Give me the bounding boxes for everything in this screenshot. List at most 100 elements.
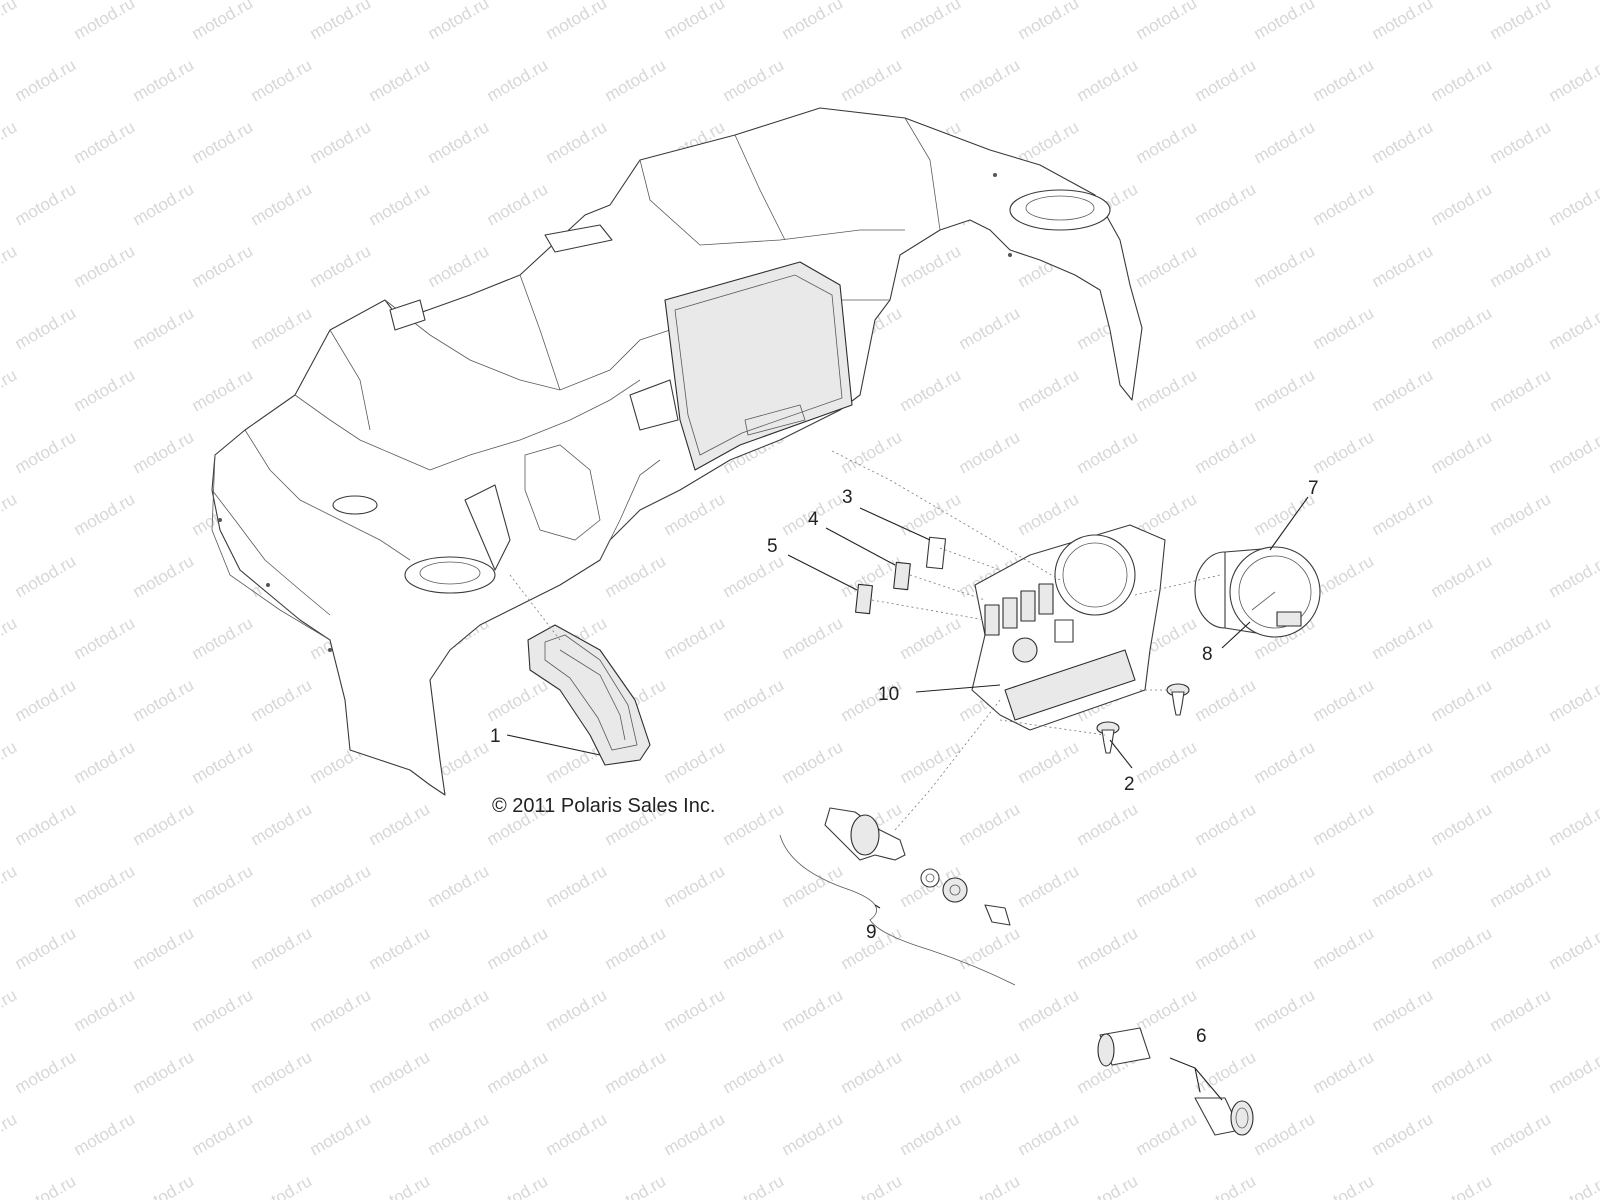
watermark-text: motod.ru	[189, 861, 257, 911]
watermark-text: motod.ru	[1251, 0, 1319, 43]
watermark-text: motod.ru	[189, 241, 257, 291]
watermark-text: motod.ru	[1015, 0, 1083, 43]
watermark-text: motod.ru	[543, 861, 611, 911]
watermark-text: motod.ru	[1369, 241, 1437, 291]
watermark-text: motod.ru	[0, 241, 20, 291]
watermark-text: motod.ru	[779, 613, 847, 663]
watermark-text: motod.ru	[484, 1171, 552, 1200]
watermark-text: motod.ru	[779, 737, 847, 787]
watermark-text: motod.ru	[1192, 1047, 1260, 1097]
watermark-text: motod.ru	[956, 55, 1024, 105]
watermark-text: motod.ru	[1546, 303, 1600, 353]
part-1-grab-handle	[527, 624, 651, 766]
watermark-text: motod.ru	[720, 55, 788, 105]
watermark-text: motod.ru	[897, 489, 965, 539]
watermark-text: motod.ru	[1428, 427, 1496, 477]
watermark-text: motod.ru	[130, 1047, 198, 1097]
watermark-text: motod.ru	[1428, 923, 1496, 973]
watermark-text: motod.ru	[425, 1109, 493, 1159]
watermark-text: motod.ru	[425, 241, 493, 291]
watermark-text: motod.ru	[0, 613, 20, 663]
watermark-text: motod.ru	[602, 1047, 670, 1097]
watermark-text: motod.ru	[248, 799, 316, 849]
watermark-text: motod.ru	[897, 613, 965, 663]
watermark-text: motod.ru	[1310, 179, 1378, 229]
watermark-text: motod.ru	[130, 55, 198, 105]
watermark-text: motod.ru	[307, 861, 375, 911]
watermark-text: motod.ru	[12, 923, 80, 973]
watermark-text: motod.ru	[71, 613, 139, 663]
watermark-text: motod.ru	[1015, 985, 1083, 1035]
callout-1: 1	[490, 726, 501, 747]
watermark-text: motod.ru	[12, 1047, 80, 1097]
watermark-text: motod.ru	[130, 179, 198, 229]
watermark-text: motod.ru	[12, 551, 80, 601]
watermark-text: motod.ru	[71, 365, 139, 415]
watermark-text: motod.ru	[1133, 365, 1201, 415]
watermark-text: motod.ru	[12, 179, 80, 229]
watermark-text: motod.ru	[1015, 737, 1083, 787]
watermark-text: motod.ru	[720, 923, 788, 973]
assembly-lines	[509, 449, 1221, 831]
callout-7: 7	[1308, 478, 1319, 499]
watermark-text: motod.ru	[1251, 985, 1319, 1035]
watermark-text: motod.ru	[1133, 985, 1201, 1035]
watermark-text: motod.ru	[1251, 861, 1319, 911]
watermark-text: motod.ru	[425, 0, 493, 43]
watermark-text: motod.ru	[189, 985, 257, 1035]
watermark-text: motod.ru	[1487, 737, 1555, 787]
watermark-text: motod.ru	[1192, 55, 1260, 105]
watermark-text: motod.ru	[1428, 303, 1496, 353]
watermark-text: motod.ru	[1428, 1171, 1496, 1200]
watermark-text: motod.ru	[1428, 179, 1496, 229]
watermark-text: motod.ru	[602, 923, 670, 973]
watermark-text: motod.ru	[1192, 303, 1260, 353]
watermark-text: motod.ru	[1487, 117, 1555, 167]
watermark-text: motod.ru	[71, 241, 139, 291]
watermark-text: motod.ru	[1310, 55, 1378, 105]
watermark-text: motod.ru	[1546, 179, 1600, 229]
watermark-text: motod.ru	[12, 675, 80, 725]
watermark-text: motod.ru	[12, 427, 80, 477]
watermark-text: motod.ru	[838, 1171, 906, 1200]
watermark-text: motod.ru	[543, 117, 611, 167]
watermark-text: motod.ru	[484, 1047, 552, 1097]
watermark-text: motod.ru	[366, 179, 434, 229]
part-10-instrument-bezel	[971, 524, 1166, 731]
watermark-text: motod.ru	[71, 0, 139, 43]
watermark-text: motod.ru	[838, 55, 906, 105]
watermark-text: motod.ru	[838, 427, 906, 477]
watermark-text: motod.ru	[1192, 675, 1260, 725]
watermark-text: motod.ru	[1369, 613, 1437, 663]
watermark-text: motod.ru	[366, 923, 434, 973]
watermark-text: motod.ru	[130, 427, 198, 477]
watermark-text: motod.ru	[189, 1109, 257, 1159]
watermark-text: motod.ru	[71, 737, 139, 787]
watermark-text: motod.ru	[1310, 303, 1378, 353]
watermark-text: motod.ru	[1251, 241, 1319, 291]
watermark-text: motod.ru	[661, 489, 729, 539]
watermark-text: motod.ru	[248, 55, 316, 105]
watermark-text: motod.ru	[779, 861, 847, 911]
watermark-text: motod.ru	[956, 1047, 1024, 1097]
watermark-text: motod.ru	[1487, 0, 1555, 43]
watermark-text: motod.ru	[720, 1171, 788, 1200]
watermark-text: motod.ru	[307, 0, 375, 43]
watermark-text: motod.ru	[661, 985, 729, 1035]
part-4-switch	[893, 561, 911, 591]
watermark-text: motod.ru	[484, 675, 552, 725]
watermark-text: motod.ru	[1015, 489, 1083, 539]
watermark-text: motod.ru	[602, 1171, 670, 1200]
watermark-text: motod.ru	[1487, 1109, 1555, 1159]
watermark-text: motod.ru	[248, 1047, 316, 1097]
watermark-text: motod.ru	[1310, 799, 1378, 849]
watermark-text: motod.ru	[130, 551, 198, 601]
dashboard-body	[211, 107, 1143, 796]
watermark-text: motod.ru	[1546, 799, 1600, 849]
watermark-text: motod.ru	[189, 365, 257, 415]
watermark-text: motod.ru	[1546, 1047, 1600, 1097]
watermark-text: motod.ru	[720, 799, 788, 849]
callout-labels: 1 2 3 4 5 6 7 8 9 10	[490, 478, 1319, 1047]
watermark-text: motod.ru	[1310, 1171, 1378, 1200]
